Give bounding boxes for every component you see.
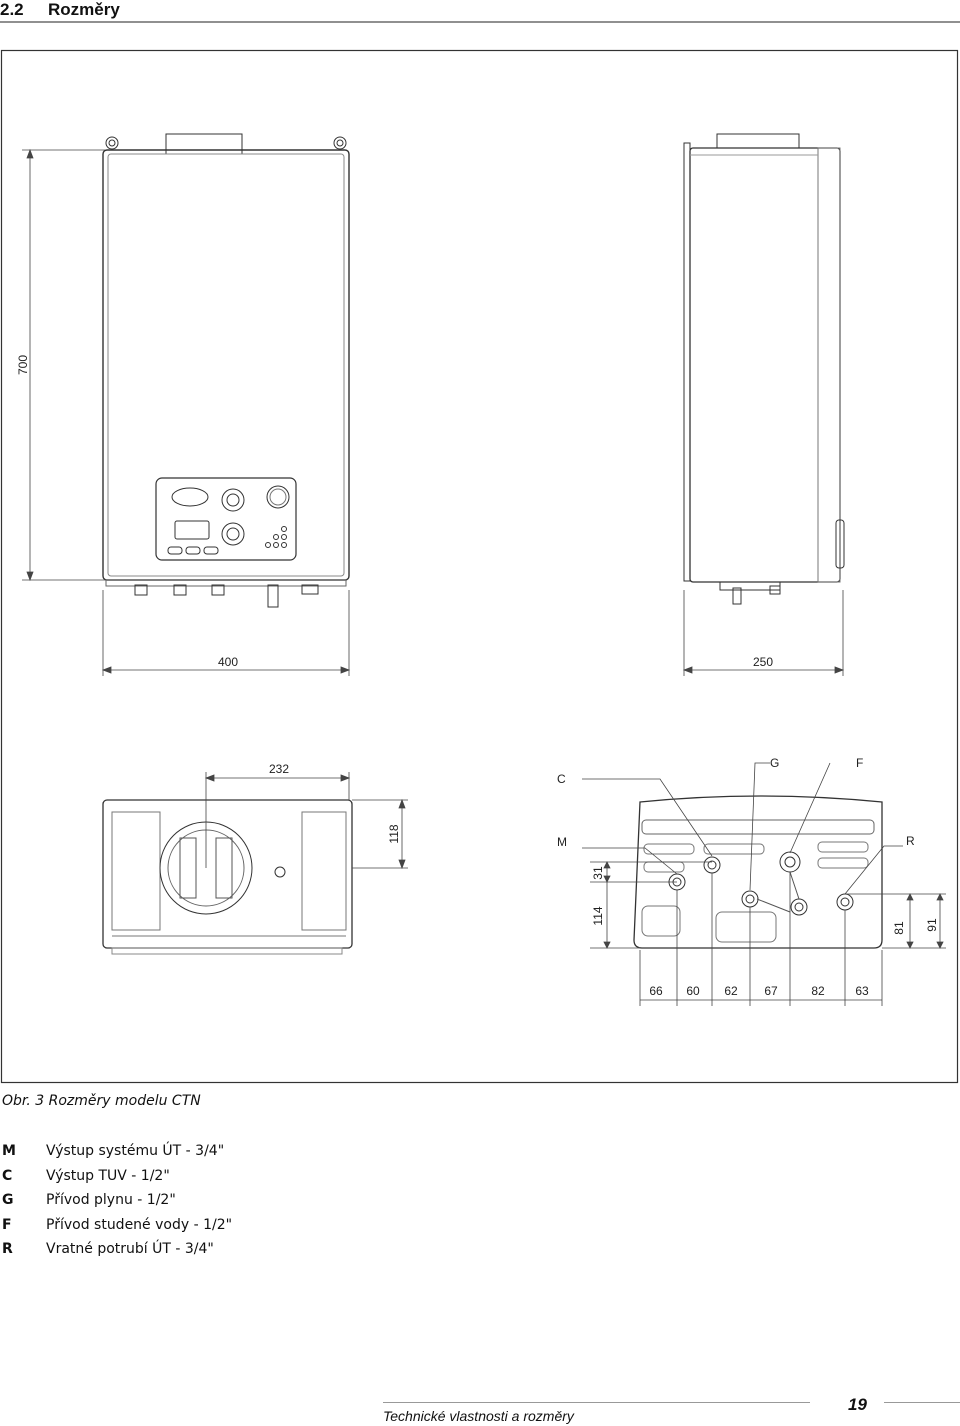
bottom-view-left [102,799,353,955]
dimension-700-label: 700 [16,355,30,375]
dimension-114-label: 114 [591,906,605,925]
legend-description: Přívod plynu - 1/2" [46,1192,176,1208]
legend-description: Přívod studené vody - 1/2" [46,1216,233,1233]
spacing-labels: 66 60 62 67 82 63 [649,984,869,998]
spacing-label: 62 [724,984,738,998]
dimension-31-label: 31 [591,866,605,880]
figure-caption: Obr. 3 Rozměry modelu CTN [2,1093,201,1109]
dimension-700 [22,148,105,582]
dimension-right-offsets [845,893,946,949]
legend-code: R [2,1241,13,1257]
footer-title: Technické vlastnosti a rozměry [383,1408,574,1424]
legend-code: G [2,1192,14,1208]
dimension-232 [204,772,351,868]
dimension-250 [682,590,845,676]
section-number: 2.2 [0,0,24,19]
legend-description: Vratné potrubí ÚT - 3/4" [46,1241,214,1257]
front-view [102,133,350,608]
side-view [683,133,845,605]
legend-code: C [2,1167,13,1184]
dimension-250-label: 250 [753,655,773,669]
footer-rule [383,1402,810,1403]
legend-code: F [2,1216,12,1233]
label-g: G [770,756,779,770]
label-r: R [906,834,915,848]
dimension-91-label: 91 [925,918,939,932]
spacing-label: 60 [686,984,700,998]
label-c: C [557,772,566,786]
legend-description: Výstup TUV - 1/2" [46,1167,170,1184]
legend-description: Výstup systému ÚT - 3/4" [46,1143,225,1159]
spacing-label: 66 [649,984,663,998]
dimension-spacing-chain [639,872,883,1006]
dimension-232-label: 232 [269,762,289,776]
page-number: 19 [848,1395,867,1414]
label-m: M [557,835,567,849]
connection-leaders [582,762,903,895]
dimension-118 [352,798,408,870]
dimension-400-label: 400 [218,655,238,669]
spacing-label: 82 [811,984,825,998]
section-title: Rozměry [48,0,120,19]
legend-code: M [2,1143,16,1159]
label-f: F [856,756,863,770]
dimension-400 [101,590,351,676]
footer-rule [884,1402,960,1403]
dimension-81-label: 81 [892,921,906,935]
dimension-left-offsets [590,861,712,949]
spacing-label: 63 [855,984,869,998]
spacing-label: 67 [764,984,778,998]
dimension-118-label: 118 [387,824,401,843]
